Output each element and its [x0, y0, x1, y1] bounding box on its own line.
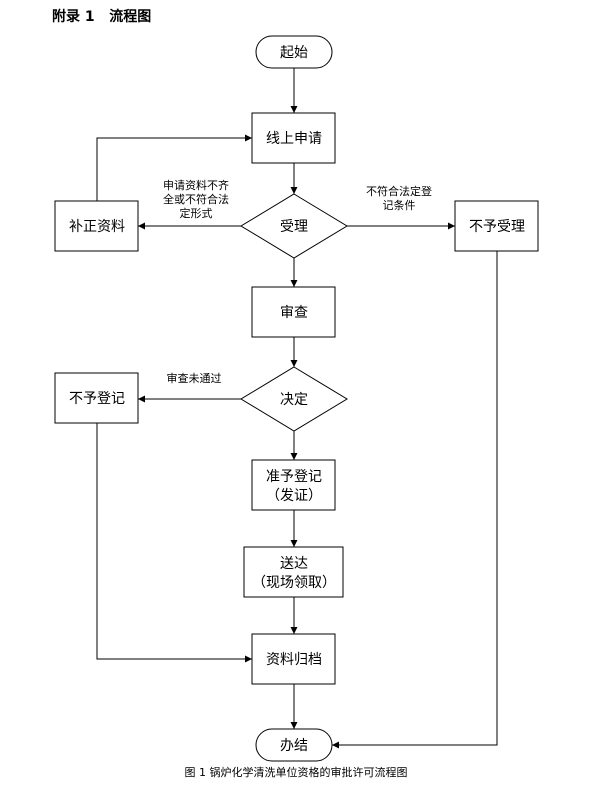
appendix-title: 流程图 — [109, 9, 152, 25]
node-archive — [251, 633, 336, 685]
edge-label-review-failed: 审查未通过 — [167, 371, 222, 385]
edge-label-incomplete-line-2: 全或不符合法 — [163, 192, 229, 206]
edge-label-incomplete-line-3: 定形式 — [180, 206, 213, 220]
label-decide: 决定 — [280, 392, 308, 408]
node-reject-register — [54, 372, 139, 424]
edge-reject-register-archive — [96, 423, 252, 663]
label-start: 起始 — [280, 45, 308, 61]
appendix-label: 附录 1 — [52, 9, 95, 25]
label-review: 审查 — [280, 305, 308, 321]
label-reject-accept: 不予受理 — [469, 219, 525, 235]
label-end: 办结 — [280, 738, 308, 754]
label-apply: 线上申请 — [266, 131, 322, 147]
label-deliver-line-2: （现场领取） — [252, 575, 336, 591]
edge-label-not-qualified-line-1: 不符合法定登 — [366, 184, 432, 198]
node-deliver — [243, 546, 344, 598]
label-accept: 受理 — [280, 219, 308, 235]
node-approve — [251, 459, 336, 511]
label-approve-line-1: 准予登记 — [266, 469, 322, 485]
label-reject-register: 不予登记 — [69, 391, 125, 407]
edge-label-not-qualified-line-2: 记条件 — [383, 198, 416, 212]
node-apply — [251, 112, 336, 164]
label-deliver-line-1: 送达 — [280, 556, 308, 572]
label-archive: 资料归档 — [266, 651, 322, 668]
label-approve-line-2: （发证） — [266, 488, 322, 504]
appendix-header: 附录 1 流程图 — [52, 6, 151, 26]
edge-supplement-apply — [96, 134, 252, 201]
figure-caption: 图 1 锅炉化学清洗单位资格的审批许可流程图 — [184, 766, 408, 779]
edge-reject-accept-end — [332, 251, 498, 749]
edge-label-incomplete-line-1: 申请资料不齐 — [163, 178, 229, 192]
label-supplement: 补正资料 — [69, 219, 125, 235]
